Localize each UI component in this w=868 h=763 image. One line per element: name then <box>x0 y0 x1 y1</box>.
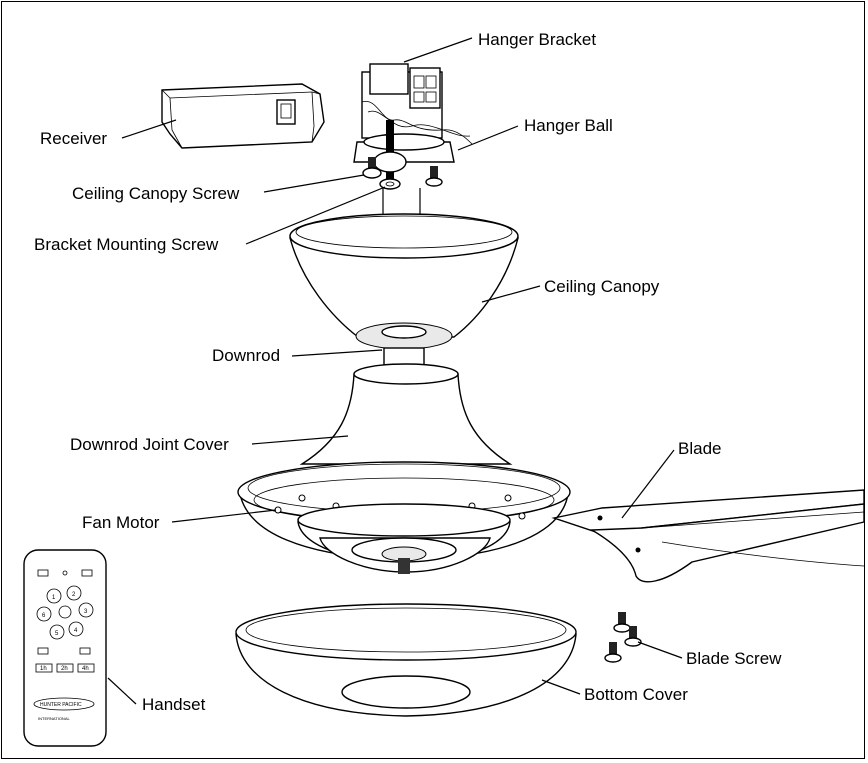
handset-button-1[interactable]: 1 <box>52 595 56 601</box>
label-receiver: Receiver <box>40 129 107 148</box>
label-hanger-ball: Hanger Ball <box>524 116 613 135</box>
handset-timer-2h[interactable]: 2h <box>61 666 68 672</box>
label-fan-motor: Fan Motor <box>82 513 160 532</box>
handset-brand-sub: INTERNATIONAL <box>38 716 70 721</box>
ceiling-canopy-screw-illustration <box>362 157 443 187</box>
label-blade-screw: Blade Screw <box>686 649 782 668</box>
fan-motor-illustration <box>237 461 571 574</box>
downrod-upper-illustration <box>382 188 421 214</box>
label-downrod-joint-cover: Downrod Joint Cover <box>70 435 229 454</box>
label-bracket-mounting-screw: Bracket Mounting Screw <box>34 235 219 254</box>
downrod-joint-cover-illustration <box>299 363 513 465</box>
bottom-cover-illustration <box>235 603 577 717</box>
handset-button-6[interactable]: 6 <box>42 613 46 619</box>
blade-screw-illustration <box>604 612 642 663</box>
handset-button-5[interactable]: 5 <box>55 631 59 637</box>
handset-timer-1h[interactable]: 1h <box>40 666 47 672</box>
handset-button-4[interactable]: 4 <box>74 628 78 634</box>
handset-button-2[interactable]: 2 <box>72 592 76 598</box>
hanger-bracket-illustration <box>353 63 473 163</box>
label-hanger-bracket: Hanger Bracket <box>478 30 596 49</box>
handset-number-buttons: 1 2 3 4 5 6 <box>36 585 94 640</box>
label-downrod: Downrod <box>212 346 280 365</box>
label-blade: Blade <box>678 439 721 458</box>
handset-timer-4h[interactable]: 4h <box>82 666 89 672</box>
handset-illustration: 1 2 3 4 5 6 1h 2h 4h HUNTER PACIFIC INTE… <box>23 549 107 747</box>
label-bottom-cover: Bottom Cover <box>584 685 688 704</box>
blade-illustration <box>551 489 865 583</box>
label-ceiling-canopy-screw: Ceiling Canopy Screw <box>72 184 240 203</box>
ceiling-canopy-illustration <box>289 213 519 350</box>
handset-button-3[interactable]: 3 <box>84 609 88 615</box>
leader-lines <box>107 37 683 705</box>
label-ceiling-canopy: Ceiling Canopy <box>544 277 660 296</box>
handset-brand-logo: HUNTER PACIFIC <box>40 702 82 708</box>
bracket-mounting-screw-illustration <box>379 178 401 190</box>
handset-timer-buttons: 1h 2h 4h <box>35 663 95 673</box>
label-handset: Handset <box>142 695 206 714</box>
receiver-illustration <box>161 83 325 149</box>
